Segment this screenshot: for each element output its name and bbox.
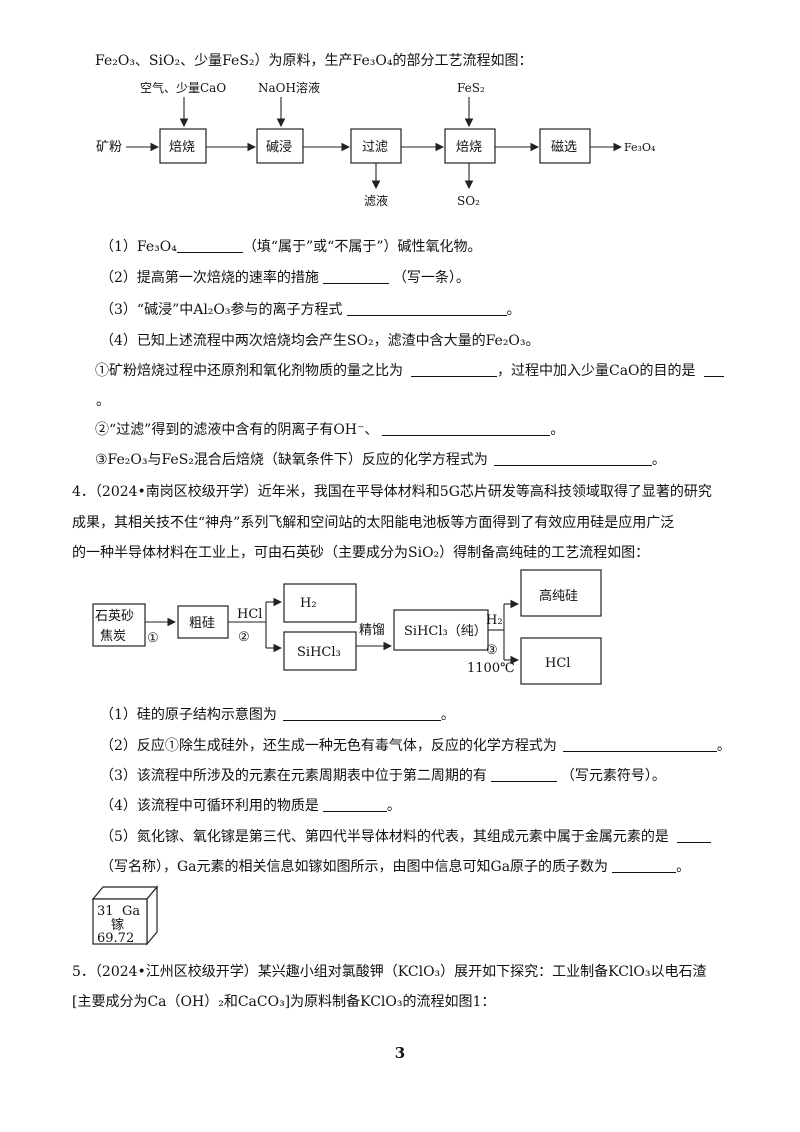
flow2-byproduct-hcl: HCl	[545, 656, 570, 671]
q4-part5-blank-protons[interactable]	[612, 857, 677, 873]
q3-part4-1-blank-ratio[interactable]	[411, 361, 497, 377]
flow2-crude-silicon: 粗硅	[189, 616, 215, 631]
flow2-product-si: 高纯硅	[539, 588, 578, 604]
flow2-h2-box: H₂	[300, 596, 317, 611]
element-symbol: Ga	[122, 904, 140, 919]
q3-part4-1-end: 。	[96, 393, 110, 409]
q4-part2-blank[interactable]	[562, 736, 717, 752]
element-number: 31	[97, 904, 114, 919]
q5-stem-line2: [主要成分为Ca（OH）₂和CaCO₃]为原料制备KClO₃的流程如图1：	[72, 994, 496, 1010]
q3-part2-blank[interactable]	[322, 268, 389, 284]
flow1-step-alkali: 碱浸	[266, 140, 292, 155]
flow2-pure-sihcl3: SiHCl₃（纯）	[404, 624, 487, 639]
q3-part4-3-blank[interactable]	[493, 450, 652, 466]
flow1-input-naoh: NaOH溶液	[258, 80, 320, 95]
flow2-raw-sand: 石英砂	[95, 609, 134, 624]
flow1-step-magnetic: 磁选	[551, 140, 577, 155]
flow2-step2-num: ②	[238, 630, 250, 645]
flow1-start: 矿粉	[96, 140, 122, 155]
flow2-step1-num: ①	[147, 631, 159, 646]
q4-stem-line1: 4．（2024•南岗区校级开学）近年米，我国在平导体材料和5G芯片研发等高科技领…	[72, 484, 712, 500]
q4-part5-cont: （写名称），Ga元素的相关信息如镓如图所示，由图中信息可知Ga原子的质子数为。	[100, 857, 691, 875]
q3-part4-1-blank-cao[interactable]	[703, 361, 724, 377]
flow1-step-roast2: 焙烧	[456, 140, 482, 155]
q5-stem-line1: 5．（2024•江州区校级开学）某兴趣小组对氯酸钾（KClO₃）展开如下探究：工…	[72, 964, 707, 980]
flow1-input-fes2: FeS₂	[457, 81, 485, 95]
q3-part2: （2）提高第一次焙烧的速率的措施（写一条）。	[100, 268, 470, 286]
q3-part3-blank[interactable]	[346, 300, 507, 316]
q4-stem-line2: 成果，其相关技不住“神舟”系列飞解和空间站的太阳能电池板等方面得到了有效应用硅是…	[72, 515, 675, 531]
q4-part2: （2）反应①除生成硅外，还生成一种无色有毒气体，反应的化学方程式为。	[100, 736, 731, 754]
q4-stem-line3: 的一种半导体材料在工业上，可由石英砂（主要成分为SiO₂）得制备高纯硅的工艺流程…	[72, 545, 650, 561]
flow2-temperature: 1100℃	[467, 661, 515, 676]
q4-part4: （4）该流程中可循环利用的物质是。	[100, 796, 401, 814]
q3-part4-2-blank[interactable]	[382, 420, 551, 436]
q4-part1-blank[interactable]	[282, 705, 441, 721]
element-name: 镓	[111, 918, 124, 933]
q3-part4-2: ②“过滤”得到的滤液中含有的阴离子有OH⁻、。	[95, 420, 565, 438]
flow2-raw-coke: 焦炭	[100, 629, 126, 644]
q3-part4: （4）已知上述流程中两次焙烧均会产生SO₂，滤渣中含大量的Fe₂O₃。	[100, 333, 540, 349]
q3-part3: （3）“碱浸”中Al₂O₃参与的离子方程式。	[100, 300, 521, 318]
flow1-out-filtrate: 滤液	[364, 193, 388, 208]
element-mass: 69.72	[97, 931, 134, 946]
flow1-input-air-cao: 空气、少量CaO	[140, 80, 226, 95]
q3-part1: （1）Fe₃O₄（填“属于”或“不属于”）碱性氧化物。	[100, 237, 482, 255]
flow2-reagent-hcl: HCl	[237, 607, 262, 622]
q3-part4-3: ③Fe₂O₃与FeS₂混合后焙烧（缺氧条件下）反应的化学方程式为。	[95, 450, 666, 468]
q4-part4-blank[interactable]	[322, 796, 387, 812]
q3-part4-1: ①矿粉焙烧过程中还原剂和氧化剂物质的量之比为，过程中加入少量CaO的目的是	[95, 361, 724, 381]
flow2-distill-label: 精馏	[359, 623, 385, 638]
page-number: 3	[394, 1044, 406, 1062]
flow2-reagent-h2: H₂	[486, 613, 503, 628]
q4-part1: （1）硅的原子结构示意图为。	[100, 705, 455, 723]
flow1-product: Fe₃O₄	[624, 141, 656, 154]
flow1-step-roast1: 焙烧	[169, 140, 195, 155]
q4-part5-blank-metal[interactable]	[676, 827, 711, 843]
q4-part3: （3）该流程中所涉及的元素在元素周期表中位于第二周期的有（写元素符号）。	[100, 766, 666, 784]
q3-intro: Fe₂O₃、SiO₂、少量FeS₂）为原料，生产Fe₃O₄的部分工艺流程如图：	[95, 53, 533, 69]
q3-part1-blank[interactable]	[176, 237, 243, 253]
q4-part5: （5）氮化镓、氧化镓是第三代、第四代半导体材料的代表，其组成元素中属于金属元素的…	[100, 827, 711, 847]
flow1-step-filter: 过滤	[362, 140, 388, 155]
q4-part3-blank[interactable]	[490, 766, 557, 782]
flow1-out-so2: SO₂	[457, 194, 480, 208]
flow2-step3-num: ③	[486, 643, 498, 658]
flow2-sihcl3-box: SiHCl₃	[297, 645, 341, 660]
